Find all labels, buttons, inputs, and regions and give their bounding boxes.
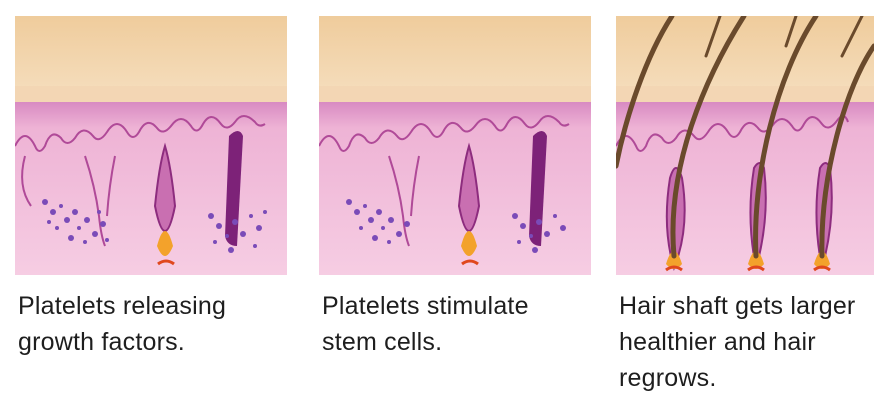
dermis-layer <box>616 102 874 275</box>
step-3-caption: Hair shaft gets larger healthier and hai… <box>619 288 874 396</box>
step-2-illustration <box>319 16 591 275</box>
step-3-illustration <box>616 16 874 275</box>
dermis-layer <box>319 102 591 275</box>
dermis-layer <box>15 102 287 275</box>
step-2-caption: Platelets stimulate stem cells. <box>322 288 592 360</box>
step-1-illustration <box>15 16 287 275</box>
step-1-caption: Platelets releasing growth factors. <box>18 288 288 360</box>
